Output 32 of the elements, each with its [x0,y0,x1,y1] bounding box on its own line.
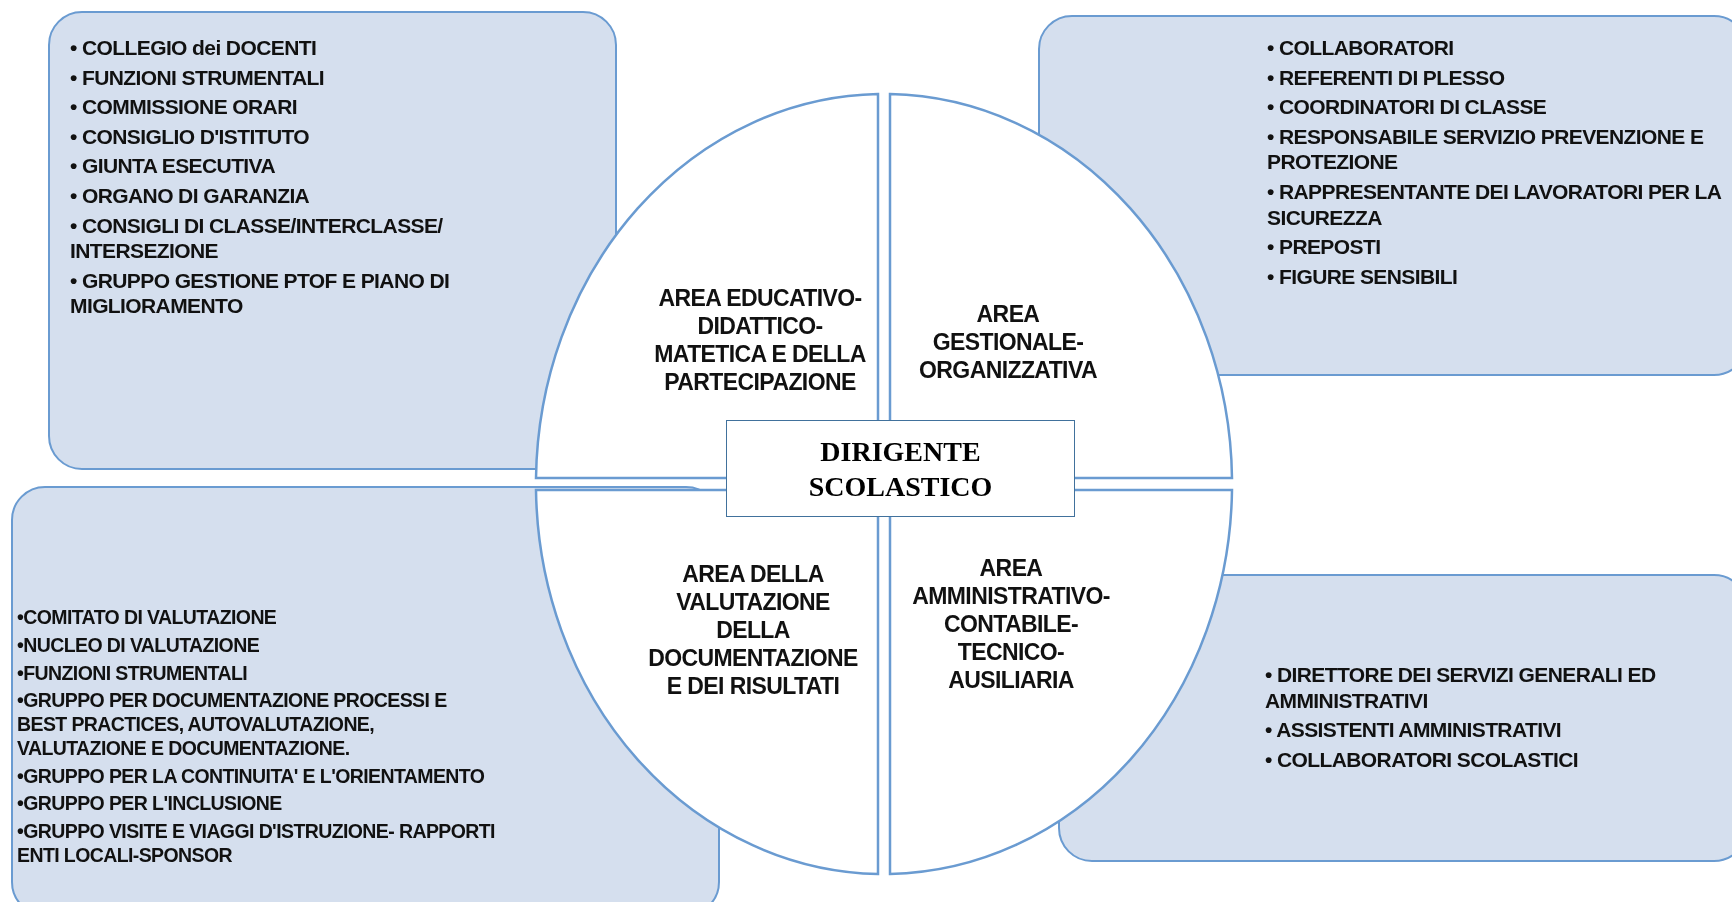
list-item: • REFERENTI DI PLESSO [1267,64,1506,91]
list-item: •COMITATO DI VALUTAZIONE [17,606,278,630]
list-item: • COLLABORATORI SCOLASTICI [1265,746,1579,773]
area-label: AREA EDUCATIVO- DIDATTICO- MATETICA E DELLA PARTECIPAZIONE [653,283,867,397]
list-item: • COORDINATORI DI CLASSE [1267,94,1548,120]
list-item: • CONSIGLIO D'ISTITUTO [70,123,311,150]
list-item: • GIUNTA ESECUTIVA [70,153,276,180]
list-item: •GRUPPO PER LA CONTINUITA' E L'ORIENTAMENTO [17,764,486,789]
list-item: • RESPONSABILE SERVIZIO PREVENZIONE E PROTEZIONE [1267,123,1705,176]
list-item: • RAPPRESENTANTE DEI LAVORATORI PER LA SICUREZZA [1267,179,1722,231]
area-label: AREA GESTIONALE- ORGANIZZATIVA [918,299,1098,385]
list-item: •FUNZIONI STRUMENTALI [17,661,248,686]
list-item: •GRUPPO PER L'INCLUSIONE [17,792,283,817]
list-item: • CONSIGLI DI CLASSE/INTERCLASSE/ INTERSEZIONE [70,212,444,264]
list-item: • COLLABORATORI [1267,35,1455,61]
list-item: •GRUPPO VISITE E VIAGGI D'ISTRUZIONE- RAPPORTI ENTI LOCALI-SPONSOR [17,820,496,868]
list-item: • COLLEGIO dei DOCENTI [70,35,318,61]
list-item: • GRUPPO GESTIONE PTOF E PIANO DI MIGLIORAMENTO [70,267,451,320]
list-item: •NUCLEO DI VALUTAZIONE [17,633,261,658]
list-item: • ORGANO DI GARANZIA [70,183,311,209]
list-item: • DIRETTORE DEI SERVIZI GENERALI ED AMMINISTRATIVI [1265,662,1657,714]
title-box [726,420,1075,517]
list-item: • FUNZIONI STRUMENTALI [70,64,325,91]
list-item: •GRUPPO PER DOCUMENTAZIONE PROCESSI E BEST PRACTICES, AUTOVALUTAZIONE, VALUTAZIONE E DOCUMENTAZIONE. [17,689,448,761]
list-item: • ASSISTENTI AMMINISTRATIVI [1265,717,1563,743]
list-item: • COMMISSIONE ORARI [70,94,298,120]
title-text: DIRIGENTE SCOLASTICO [807,434,994,504]
area-label: AREA DELLA VALUTAZIONE DELLA DOCUMENTAZIONE E DEI RISULTATI [647,559,859,701]
area-label: AREA AMMINISTRATIVO- CONTABILE- TECNICO- AUSILIARIA [911,553,1111,695]
list-item: • PREPOSTI [1267,234,1382,260]
list-item: • FIGURE SENSIBILI [1267,263,1459,290]
info-panel [48,11,617,470]
